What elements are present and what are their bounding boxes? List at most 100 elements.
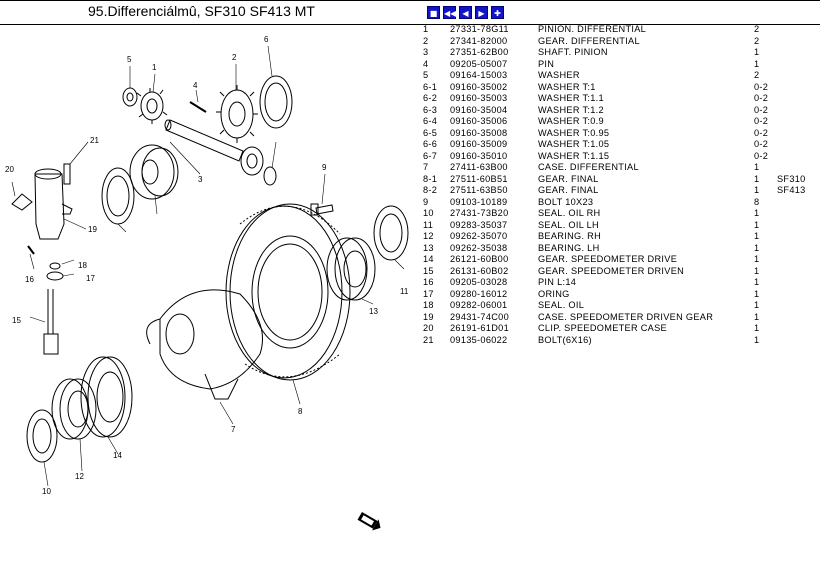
- part-number-index: 6-4: [423, 116, 438, 126]
- first-icon[interactable]: ■: [427, 6, 440, 19]
- last-icon[interactable]: ✚: [491, 6, 504, 19]
- callout-19[interactable]: 19: [88, 225, 97, 234]
- part-1-pinion[interactable]: [136, 88, 168, 124]
- part-quantity: 1: [754, 208, 760, 218]
- callout-4[interactable]: 4: [193, 81, 198, 90]
- part-12-bearing-rh[interactable]: [51, 378, 97, 440]
- part-code: 27331-78G11: [450, 24, 509, 34]
- part-8-final-gear[interactable]: [225, 203, 351, 381]
- part-5-washer[interactable]: [122, 87, 138, 107]
- part-10-seal-rh[interactable]: [26, 409, 58, 463]
- next-icon[interactable]: ▶: [475, 6, 488, 19]
- callout-2[interactable]: 2: [232, 53, 237, 62]
- part-model: [777, 277, 817, 289]
- callout-12[interactable]: 12: [75, 472, 84, 481]
- part-description: PINION. DIFFERENTIAL: [538, 24, 647, 34]
- part-model: [777, 335, 817, 347]
- part-4-pin[interactable]: [189, 101, 207, 113]
- part-17-oring[interactable]: [46, 271, 64, 281]
- part-model: [777, 70, 817, 82]
- part-7-diff-case[interactable]: [146, 289, 263, 400]
- callout-3[interactable]: 3: [198, 175, 203, 184]
- part-16-pin[interactable]: [27, 245, 35, 255]
- part-quantity: 1: [754, 162, 760, 172]
- part-14-speedo-drive-gear[interactable]: [80, 356, 133, 438]
- callout-15[interactable]: 15: [12, 316, 21, 325]
- callout-13[interactable]: 13: [369, 307, 378, 316]
- callout-8[interactable]: 8: [298, 407, 303, 416]
- part-quantity: 2: [754, 24, 760, 34]
- callout-10[interactable]: 10: [42, 487, 51, 496]
- part-20-clip[interactable]: [11, 193, 33, 211]
- prev-page-icon[interactable]: ◀◀: [443, 6, 456, 19]
- part-description: CASE. SPEEDOMETER DRIVEN GEAR: [538, 311, 714, 322]
- callout-16[interactable]: 16: [25, 275, 34, 284]
- part-2-gear-upper[interactable]: [216, 85, 258, 143]
- part-13-bearing-lh[interactable]: [326, 237, 376, 301]
- part-model: [777, 208, 817, 220]
- part-15-speedo-driven-gear[interactable]: [43, 289, 59, 355]
- part-11-seal-lh[interactable]: [373, 205, 409, 261]
- part-9-bolt[interactable]: [310, 203, 334, 216]
- part-description: WASHER T:1.2: [538, 104, 604, 115]
- callout-7[interactable]: 7: [231, 425, 236, 434]
- part-18-seal[interactable]: [49, 262, 61, 270]
- part-6-washer-upper[interactable]: [259, 75, 293, 129]
- part-2-gear-lower[interactable]: [129, 144, 179, 200]
- part-description: WASHER T:1.15: [538, 150, 610, 161]
- callout-6[interactable]: 6: [264, 35, 269, 44]
- part-code: 27431-73B20: [450, 208, 509, 218]
- part-number-index: 15: [423, 265, 434, 276]
- title-bar: 95.Differenciálmû, SF310 SF413 MT ■ ◀◀ ◀…: [0, 0, 820, 25]
- part-19-speedo-case[interactable]: [34, 168, 73, 240]
- callout-21[interactable]: 21: [90, 136, 99, 145]
- part-3-shaft[interactable]: [164, 119, 244, 162]
- part-model: [777, 24, 817, 36]
- callout-20[interactable]: 20: [5, 165, 14, 174]
- callout-14[interactable]: 14: [113, 451, 122, 460]
- part-quantity: 1: [754, 300, 760, 310]
- callout-11[interactable]: 11: [400, 287, 409, 296]
- callout-9[interactable]: 9: [322, 163, 327, 172]
- part-code: 09205-05007: [450, 58, 508, 69]
- callout-17[interactable]: 17: [86, 274, 95, 283]
- callout-1[interactable]: 1: [152, 63, 157, 72]
- part-5-washer-right[interactable]: [263, 166, 277, 186]
- part-number-index: 16: [423, 277, 434, 287]
- part-21-bolt[interactable]: [63, 163, 71, 185]
- prev-icon[interactable]: ◀: [459, 6, 472, 19]
- part-description: BEARING. RH: [538, 231, 602, 241]
- callout-18[interactable]: 18: [78, 261, 87, 270]
- callout-5[interactable]: 5: [127, 55, 132, 64]
- part-number-index: 18: [423, 300, 434, 310]
